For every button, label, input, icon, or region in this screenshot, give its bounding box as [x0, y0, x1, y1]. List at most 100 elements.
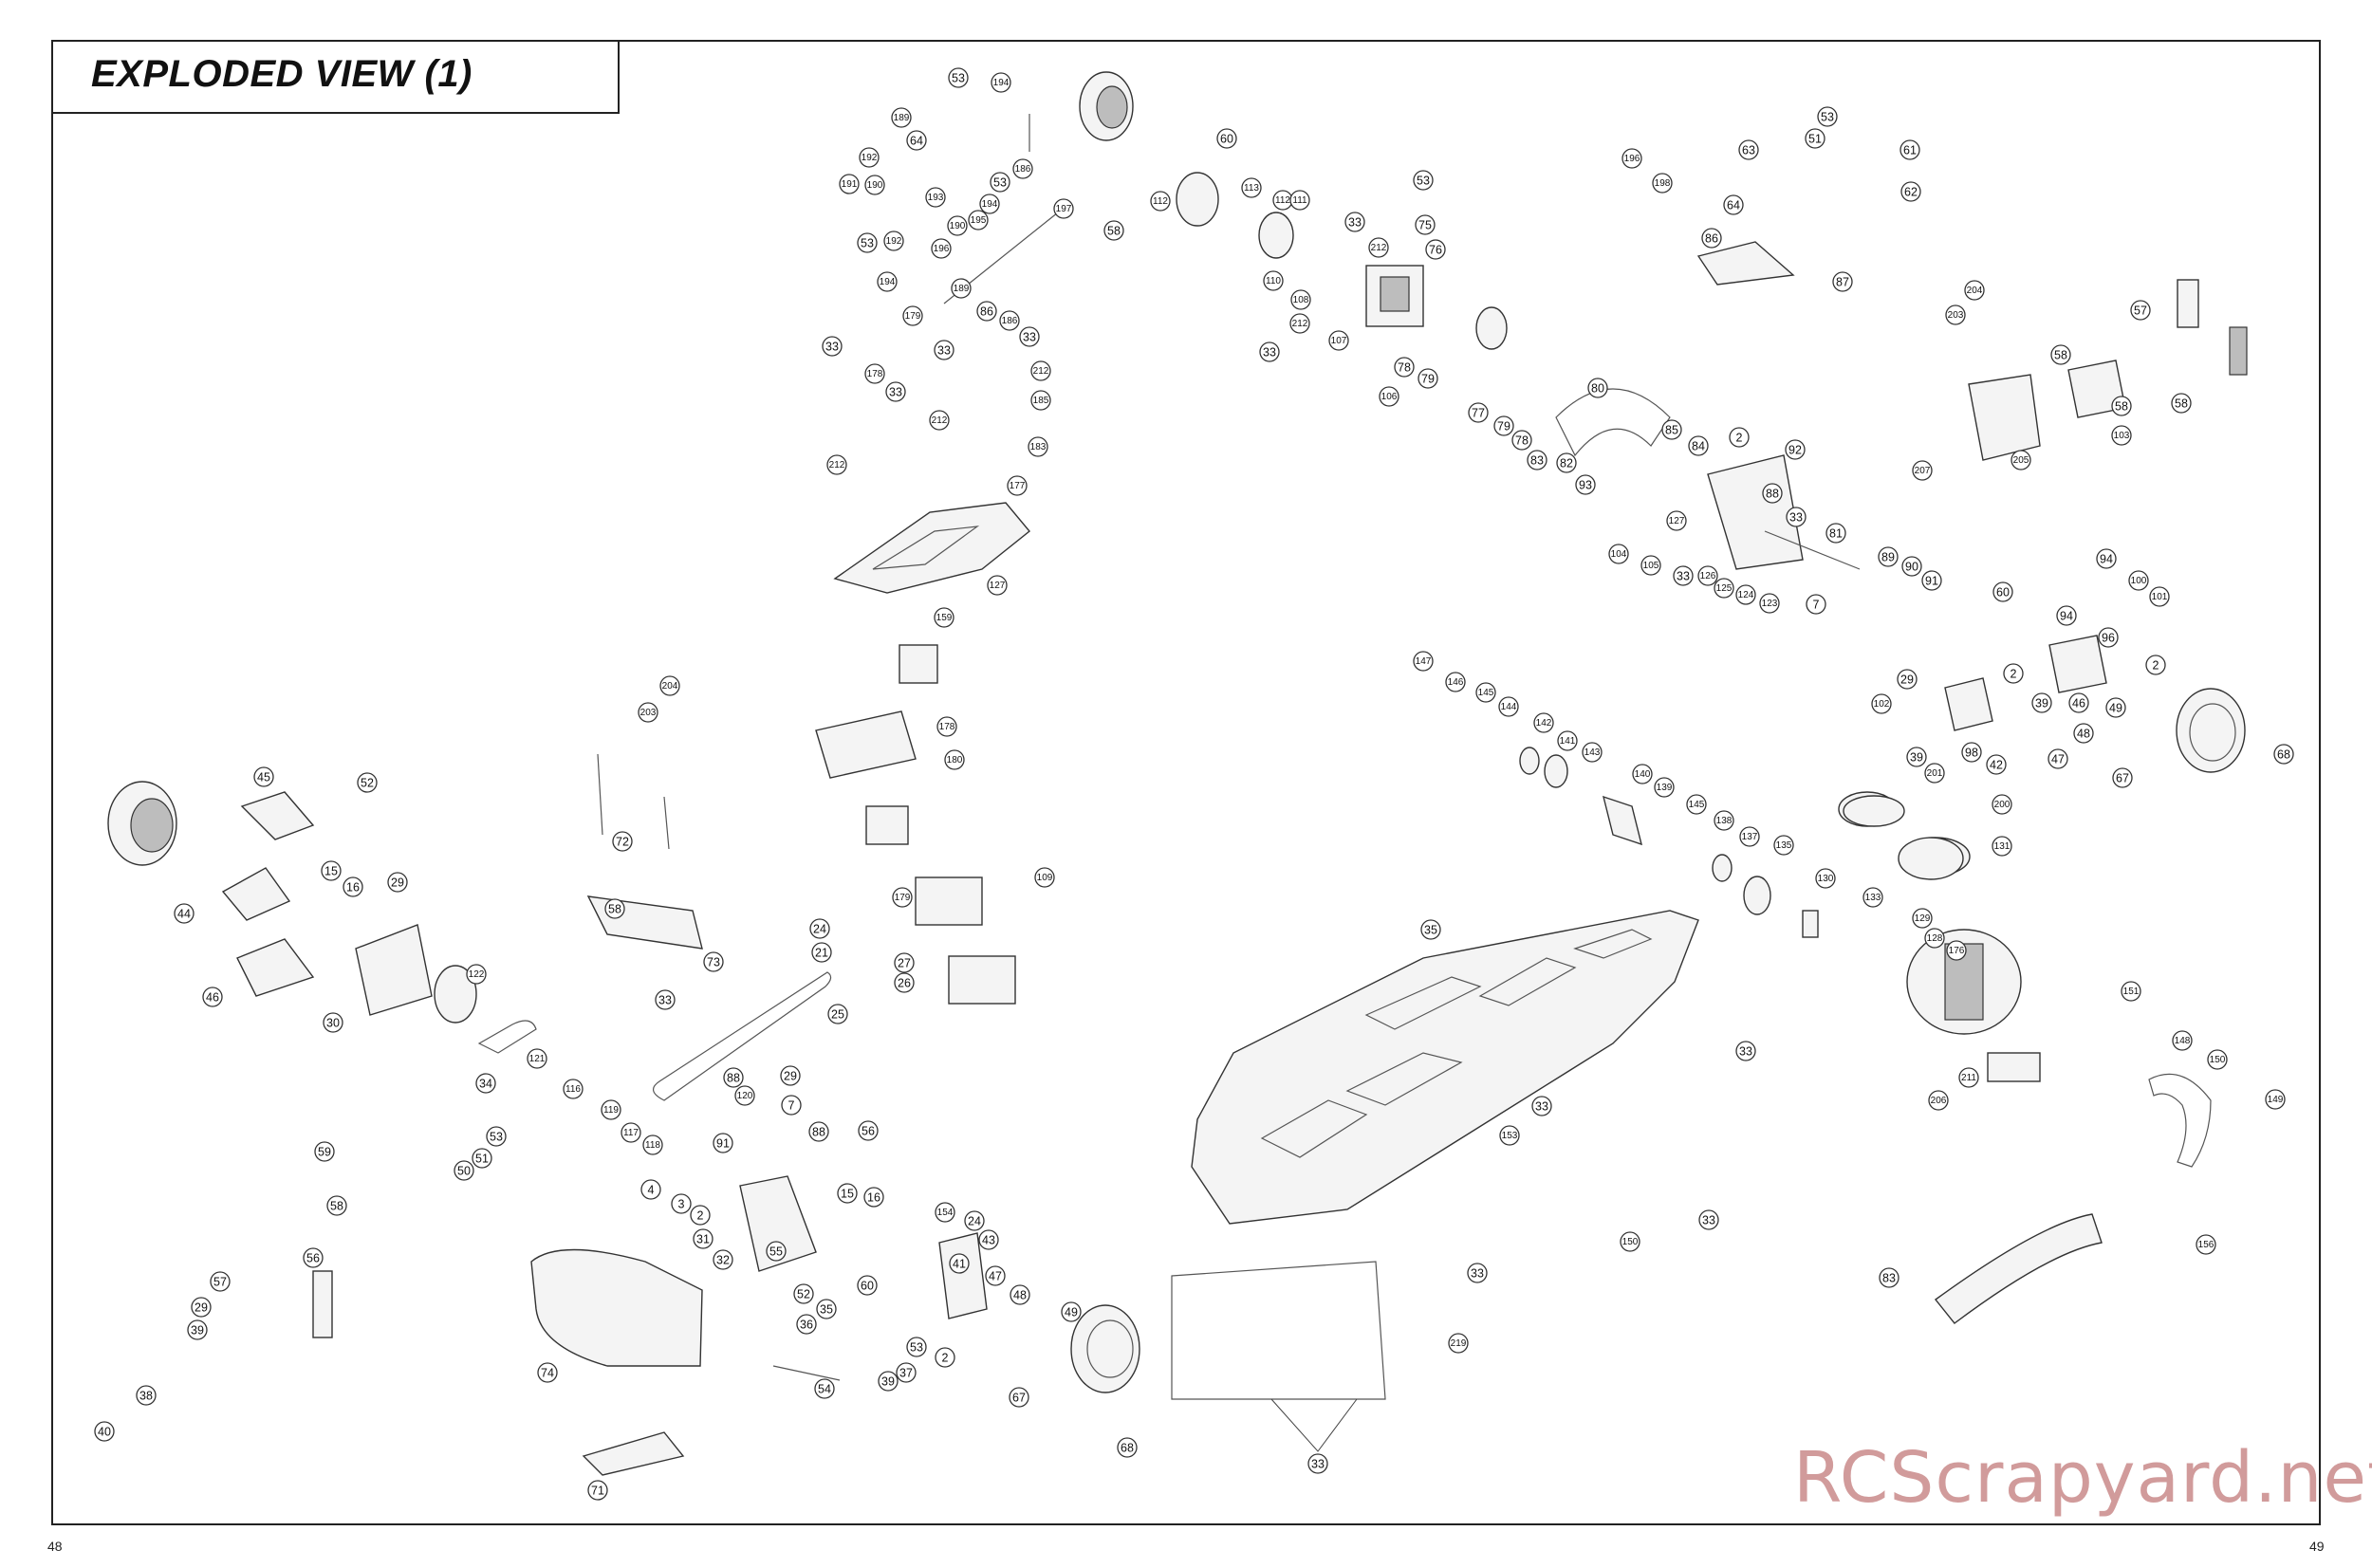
callout-label: 34: [479, 1078, 492, 1091]
callout-label: 25: [831, 1008, 844, 1022]
callout-58: 58: [326, 1195, 347, 1216]
callout-33: 33: [1467, 1263, 1488, 1283]
callout-circle: [1425, 239, 1446, 260]
callout-label: 141: [1560, 736, 1576, 747]
callout-circle: [827, 1004, 848, 1024]
callout-circle: [202, 987, 223, 1007]
callout-label: 45: [257, 771, 270, 784]
callout-label: 15: [841, 1188, 854, 1201]
callout-204: 204: [659, 675, 680, 696]
callout-circle: [934, 607, 954, 628]
rear-belt: [1555, 388, 1671, 457]
callout-circle: [1897, 669, 1918, 690]
air-filter: [1843, 795, 1964, 880]
callout-circle: [1759, 593, 1780, 614]
callout-circle: [475, 1073, 496, 1094]
callout-label: 109: [1037, 873, 1053, 883]
callout-53: 53: [906, 1337, 927, 1357]
callout-circle: [877, 271, 898, 292]
callout-circle: [1900, 181, 1921, 202]
callout-circle: [1498, 696, 1519, 717]
callout-label: 35: [1424, 924, 1437, 937]
callout-circle: [1150, 191, 1171, 212]
callout-circle: [2048, 748, 2068, 769]
screw-group-box: [1171, 1261, 1386, 1452]
callout-53: 53: [948, 67, 969, 88]
callout-circle: [2003, 663, 2024, 684]
callout-circle: [1945, 304, 1966, 325]
callout-label: 33: [1702, 1214, 1715, 1227]
callout-circle: [2096, 548, 2117, 569]
callout-circle: [174, 903, 195, 924]
callout-21: 21: [811, 942, 832, 963]
callout-178: 178: [864, 363, 885, 384]
callout-circle: [1805, 128, 1825, 149]
callout-33: 33: [1531, 1096, 1552, 1116]
callout-33: 33: [1735, 1041, 1756, 1061]
callout-circle: [816, 1299, 837, 1319]
callout-label: 78: [1515, 434, 1529, 448]
callout-label: 51: [475, 1153, 489, 1166]
callout-label: 128: [1927, 933, 1943, 944]
callout-label: 113: [1244, 183, 1259, 194]
callout-circle: [187, 1319, 208, 1340]
center-belt: [477, 971, 832, 1101]
callout-39: 39: [878, 1371, 899, 1392]
callout-circle: [1986, 754, 2007, 775]
callout-91: 91: [713, 1133, 733, 1153]
callout-50: 50: [454, 1160, 474, 1181]
callout-25: 25: [827, 1004, 848, 1024]
callout-104: 104: [1608, 544, 1629, 564]
callout-circle: [1961, 742, 1982, 763]
callout-label: 127: [990, 581, 1006, 591]
callout-circle: [1344, 212, 1365, 232]
callout-203: 203: [1945, 304, 1966, 325]
callout-circle: [1958, 1067, 1979, 1088]
callout-159: 159: [934, 607, 954, 628]
callout-33: 33: [1019, 326, 1040, 347]
callout-circle: [1445, 672, 1466, 692]
callout-label: 212: [1033, 366, 1049, 377]
callout-circle: [2011, 450, 2031, 470]
callout-circle: [949, 1253, 970, 1274]
callout-circle: [690, 1205, 711, 1226]
callout-circle: [723, 1067, 744, 1088]
callout-circle: [1825, 523, 1846, 544]
callout-144: 144: [1498, 696, 1519, 717]
callout-label: 48: [1013, 1289, 1027, 1302]
callout-label: 93: [1579, 479, 1592, 492]
callout-33: 33: [1673, 565, 1694, 586]
callout-label: 43: [982, 1234, 995, 1247]
callout-circle: [1739, 826, 1760, 847]
callout-circle: [968, 210, 989, 231]
callout-label: 3: [678, 1198, 685, 1211]
callout-label: 83: [1530, 454, 1544, 468]
callout-label: 62: [1904, 186, 1918, 199]
page-number-left: 48: [47, 1539, 63, 1554]
callout-87: 87: [1832, 271, 1853, 292]
callout-63: 63: [1738, 139, 1759, 160]
callout-label: 183: [1030, 442, 1047, 452]
callout-label: 196: [934, 244, 950, 254]
callout-circle: [929, 410, 950, 431]
callout-4: 4: [640, 1179, 661, 1200]
callout-label: 64: [910, 135, 923, 148]
callout-29: 29: [1897, 669, 1918, 690]
callout-circle: [1928, 1090, 1949, 1111]
callout-circle: [1817, 106, 1838, 127]
callout-143: 143: [1582, 742, 1603, 763]
callout-circle: [1735, 584, 1756, 605]
callout-circle: [1103, 220, 1124, 241]
callout-label: 35: [820, 1303, 833, 1317]
callout-33: 33: [1786, 507, 1807, 527]
callout-circle: [210, 1271, 231, 1292]
callout-circle: [454, 1160, 474, 1181]
radio-box: [815, 644, 1016, 1005]
callout-80: 80: [1587, 378, 1608, 398]
callout-2: 2: [2145, 655, 2166, 675]
callout-circle: [323, 1012, 343, 1033]
callout-circle: [1307, 1453, 1328, 1474]
callout-circle: [703, 951, 724, 972]
callout-label: 33: [1535, 1100, 1548, 1114]
